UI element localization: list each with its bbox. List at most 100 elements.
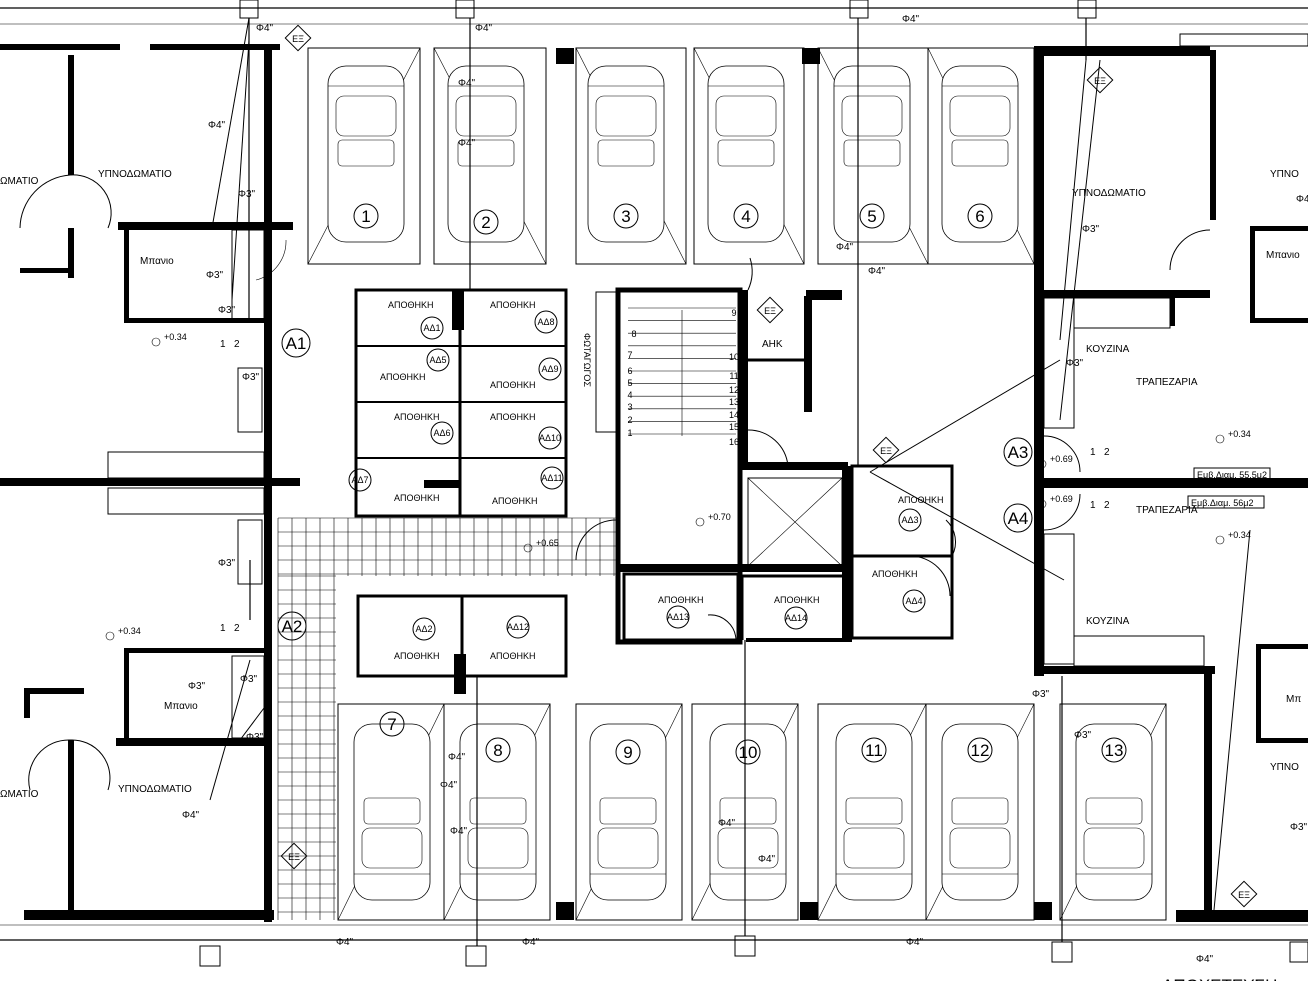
parking-space-number: 4 [741, 207, 750, 226]
parking-number-circle [859, 203, 885, 229]
storage-tag: ΑΔ10 [539, 433, 561, 443]
storage-tag-circle [540, 466, 564, 490]
stair-step-number: 3 [627, 402, 632, 412]
room-bathroom-right-top: Μπανιο [1266, 250, 1300, 261]
storage-tag: ΑΔ1 [423, 323, 440, 333]
apartment-tag: A2 [282, 617, 303, 636]
parking-space-number: 9 [623, 743, 632, 762]
room-kitchen-right-bottom: ΚΟΥΖΙΝΑ [1086, 616, 1130, 627]
pipe-diameter-label: Φ3" [1074, 730, 1092, 741]
pipe-diameter-label: Φ3" [1066, 358, 1084, 369]
area-label: Εμβ.Διαμ. 56μ2 [1191, 498, 1253, 508]
storage-tag: ΑΔ2 [415, 624, 432, 634]
car-outline [447, 65, 525, 243]
sewer-tag: ΕΞ [1238, 890, 1250, 900]
storage-room-label: ΑΠΟΘΗΚΗ [490, 300, 536, 310]
area-label-box [1193, 467, 1271, 481]
parking-number-circle [967, 737, 993, 763]
car-outline [327, 65, 405, 243]
pipe-diameter-label: Φ3" [1290, 822, 1308, 833]
pipe-diameter-label: Φ4" [440, 780, 458, 791]
pipe-diameter-label: Φ3" [1082, 224, 1100, 235]
pipe-diameter-label: Φ3" [218, 558, 236, 569]
stair-step-number: 7 [627, 350, 632, 360]
parking-number-circle [379, 711, 405, 737]
stair-step-number: 13 [729, 397, 739, 407]
pipe-diameter-label: Φ4" [868, 266, 886, 277]
storage-room-label: ΑΠΟΘΗΚΗ [394, 412, 440, 422]
sewer-tag: ΕΞ [764, 306, 776, 316]
pipe-diameter-label: Φ4" [182, 810, 200, 821]
sewer-tag: ΕΞ [292, 34, 304, 44]
room-kitchen-right-top: ΚΟΥΖΙΝΑ [1086, 344, 1130, 355]
sewer-tag-diamond [872, 436, 900, 464]
parking-number-circle [861, 737, 887, 763]
parking-number-circle [615, 739, 641, 765]
storage-tag-circle [666, 605, 690, 629]
storage-room-label: ΑΠΟΘΗΚΗ [492, 496, 538, 506]
level-value: +0.34 [118, 626, 141, 636]
stair-lift-core [575, 257, 956, 645]
area-label-box [1187, 495, 1265, 509]
room-bedroom-right-cut: ΥΠΝΟ [1270, 169, 1299, 180]
storage-room-label: ΑΠΟΘΗΚΗ [490, 412, 536, 422]
sewer-tag-diamond [1086, 66, 1114, 94]
car-outline [941, 65, 1019, 243]
stair-step-number: 5 [627, 378, 632, 388]
storage-tag-circle [898, 508, 922, 532]
parking-number-circle [485, 737, 511, 763]
apartment-tag: A3 [1008, 443, 1029, 462]
storage-tag-circle [412, 617, 436, 641]
room-dining-right-bottom: ΤΡΑΠΕΖΑΡΙΑ [1136, 505, 1198, 516]
door-number: 2 [1104, 447, 1110, 458]
storage-tag: ΑΔ11 [541, 473, 562, 483]
storage-room-label: ΑΠΟΘΗΚΗ [872, 569, 918, 579]
pipe-diameter-label: Φ3" [206, 270, 224, 281]
right-apartments [1034, 33, 1308, 922]
level-value: +0.69 [1050, 454, 1073, 464]
car-outline [589, 723, 667, 901]
area-label: Εμβ.Διαμ. 55.5μ2 [1197, 470, 1267, 480]
car-outline [353, 723, 431, 901]
parking-space-number: 6 [975, 207, 984, 226]
storage-tag: ΑΔ9 [541, 364, 558, 374]
storage-tag-circle [426, 348, 450, 372]
car-outlines [327, 65, 1153, 901]
car-outline [459, 723, 537, 901]
parking-row-top [307, 47, 1035, 265]
pipe-diameter-label: Φ4" [208, 120, 226, 131]
storage-room-label: ΑΠΟΘΗΚΗ [380, 372, 426, 382]
room-bedroom-left-top-cut: ΩΜΑΤΙΟ [0, 176, 39, 187]
stair-step-number: 4 [627, 390, 632, 400]
pipe-diameter-label: Φ3" [240, 674, 258, 685]
stair-step-number: 6 [627, 366, 632, 376]
parking-space-number: 13 [1105, 741, 1124, 760]
pipe-diameter-label: Φ3" [238, 189, 256, 200]
level-value: +0.34 [1228, 429, 1251, 439]
stair-step-number: 10 [729, 352, 739, 362]
parking-space-number: 7 [387, 715, 396, 734]
pipe-diameter-label: Φ4" [450, 826, 468, 837]
storage-room-label: ΑΠΟΘΗΚΗ [774, 595, 820, 605]
parking-space-number: 8 [493, 741, 502, 760]
storage-tag: ΑΔ7 [351, 475, 368, 485]
car-outline [587, 65, 665, 243]
door-number: 1 [220, 623, 226, 634]
apartment-tag-circle [277, 611, 307, 641]
pipe-diameter-label: Φ4" [458, 138, 476, 149]
storage-tag: ΑΔ13 [667, 612, 689, 622]
car-outline [707, 65, 785, 243]
pipe-diameter-label: Φ3" [1032, 689, 1050, 700]
level-mark [1037, 499, 1047, 509]
storage-tag: ΑΔ8 [537, 317, 554, 327]
left-apartments [0, 44, 300, 922]
room-bedroom-right-top: ΥΠΝΟΔΩΜΑΤΙΟ [1072, 188, 1146, 199]
pipe-diameter-label: Φ3" [246, 732, 264, 743]
pipe-diameter-label: Φ4" [1196, 954, 1214, 965]
drain-pipes [209, 17, 1251, 946]
stair-step-number: 15 [729, 422, 739, 432]
storage-tag-circle [902, 589, 926, 613]
